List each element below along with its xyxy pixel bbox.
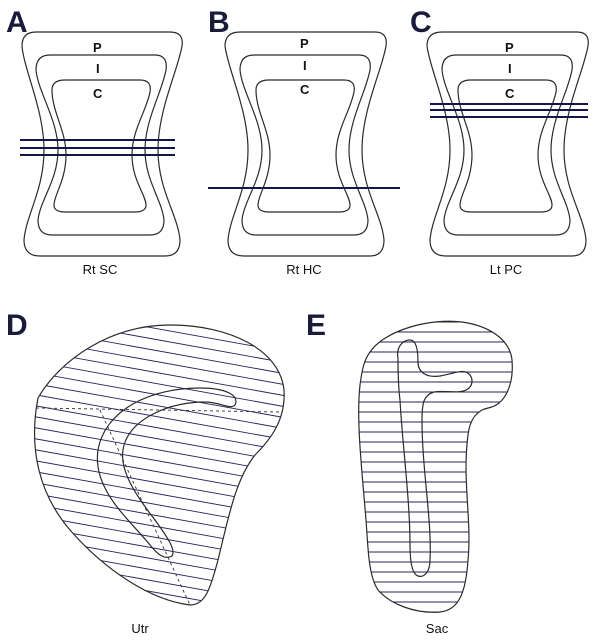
hatch-line	[34, 468, 285, 520]
hatch-line	[34, 325, 285, 344]
hatch-line	[34, 347, 285, 399]
hatch-line	[34, 325, 285, 377]
reference-axis	[35, 407, 281, 413]
hatch-line	[20, 612, 300, 641]
saccule-hatching	[358, 321, 513, 613]
panel-letter-a: A	[6, 6, 28, 39]
hatch-line	[20, 260, 300, 310]
hatch-line	[34, 424, 285, 476]
crista-outer-contour	[224, 31, 387, 257]
hatch-line	[34, 380, 285, 432]
striola	[96, 387, 237, 558]
hatch-line	[34, 556, 285, 605]
panel-caption-d: Utr	[131, 621, 149, 636]
hatch-line	[20, 271, 300, 321]
hatch-line	[34, 391, 285, 443]
hatch-line	[34, 325, 285, 366]
hatch-line	[34, 325, 285, 355]
panel-caption-c: Lt PC	[490, 262, 523, 277]
hatch-line	[34, 457, 285, 509]
panel-a: A P I C Rt SC	[6, 6, 183, 277]
panel-caption-e: Sac	[426, 621, 449, 636]
panel-letter-d: D	[6, 309, 28, 342]
hatch-line	[34, 369, 285, 421]
crista-middle-contour	[239, 54, 371, 236]
hatch-line	[34, 479, 285, 531]
zone-label-c: C	[93, 86, 103, 101]
panel-c: C P I C Lt PC	[410, 6, 589, 277]
hatch-line	[34, 534, 285, 586]
zone-label-i: I	[96, 61, 100, 76]
panel-caption-b: Rt HC	[286, 262, 321, 277]
panel-letter-b: B	[208, 6, 230, 39]
crista-inner-contour	[457, 79, 557, 213]
hatch-line	[34, 545, 285, 597]
hatch-line	[34, 567, 285, 605]
panel-letter-e: E	[306, 309, 326, 342]
utricle-hatching	[20, 260, 300, 641]
saccule-outline	[358, 320, 513, 613]
hatch-line	[34, 413, 285, 465]
hatch-line	[34, 490, 285, 542]
crista-outer-contour	[426, 31, 589, 257]
crista-middle-contour	[35, 54, 167, 236]
zone-label-p: P	[505, 40, 514, 55]
zone-label-p: P	[300, 36, 309, 51]
zone-label-i: I	[303, 58, 307, 73]
panel-e: E Sac	[306, 309, 513, 636]
hatch-line	[34, 523, 285, 575]
zone-label-c: C	[505, 86, 515, 101]
utricle-outline	[33, 324, 285, 606]
hatch-line	[34, 402, 285, 454]
hatch-line	[34, 578, 285, 605]
hatch-line	[34, 435, 285, 487]
hatch-line	[34, 600, 285, 605]
hatch-line	[34, 336, 285, 388]
zone-label-p: P	[93, 40, 102, 55]
panel-letter-c: C	[410, 6, 432, 39]
panel-caption-a: Rt SC	[83, 262, 118, 277]
panel-d: D Utr	[6, 260, 300, 641]
striola	[397, 339, 473, 577]
crista-inner-contour	[255, 79, 355, 213]
crista-middle-contour	[441, 54, 573, 236]
zone-label-i: I	[508, 61, 512, 76]
hatch-line	[34, 446, 285, 498]
panel-b: B P I C Rt HC	[208, 6, 400, 277]
crista-inner-contour	[51, 79, 151, 213]
crista-outer-contour	[21, 31, 183, 257]
zone-label-c: C	[300, 82, 310, 97]
hatch-line	[34, 358, 285, 410]
